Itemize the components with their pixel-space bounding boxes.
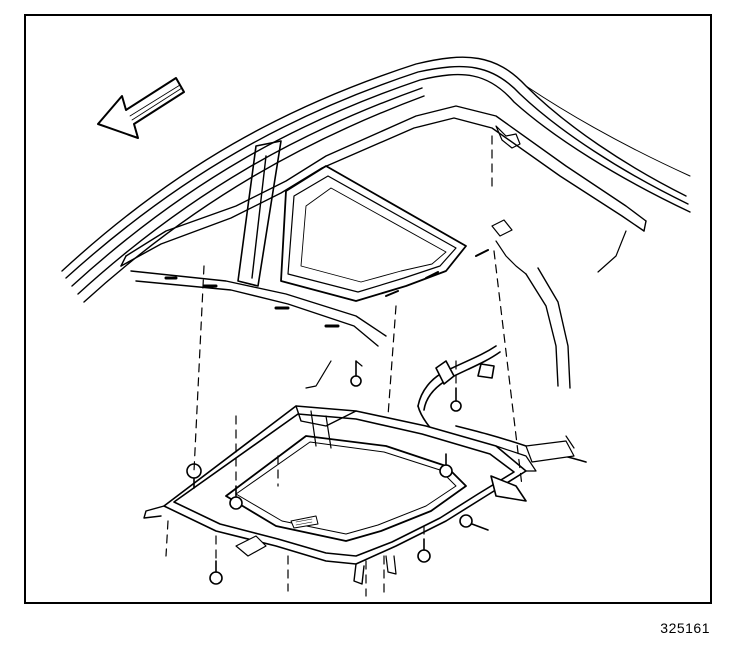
sunroof-module-frame [143,405,537,585]
bolt-side-left-icon [186,463,202,489]
diagram-frame [24,14,712,604]
bolt-lower-left-icon [209,560,223,585]
figure-id-label: 325161 [660,620,710,636]
alignment-dashed-lines [165,135,523,599]
bolt-rear-right-icon [459,514,489,531]
stud-upper-icon [350,360,362,387]
bolt-front-left-icon [229,485,243,510]
bolt-lower-right-icon [417,538,431,563]
forward-direction-arrow-icon [97,77,185,139]
leader-lines [305,360,575,449]
sunroof-assembly-illustration [61,56,691,599]
bolt-front-center-icon [439,453,453,478]
stud-rear-icon [450,387,462,412]
roof-inner-panel [120,105,647,389]
mounting-bolts [186,360,489,585]
